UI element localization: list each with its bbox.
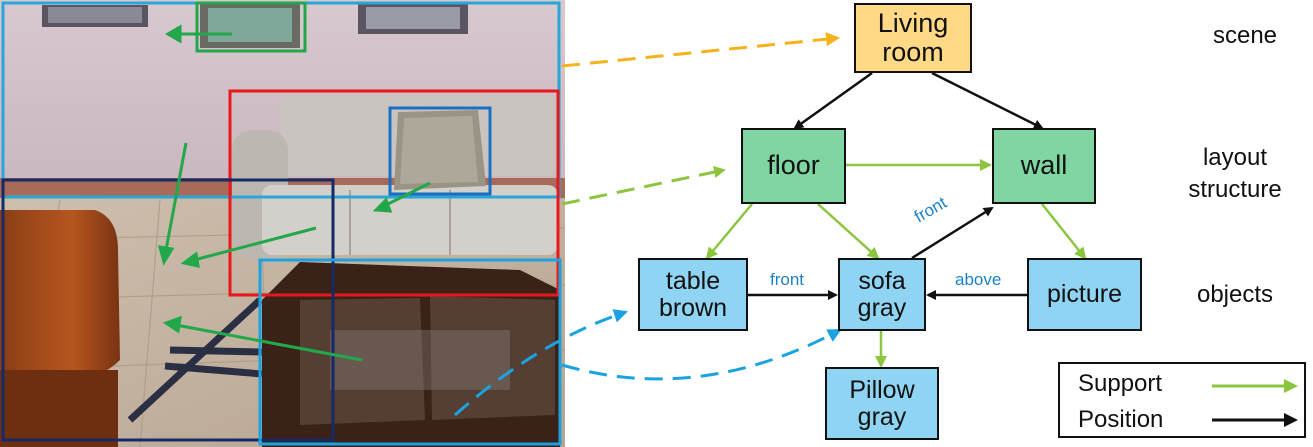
edge-floor-table: [705, 203, 753, 260]
photo-support-arrows: [157, 24, 431, 362]
object-link-arrow-table: [454, 309, 628, 417]
node-table-brown: table brown: [638, 258, 748, 331]
node-living-room: Living room: [854, 3, 972, 73]
wall-pictures: [42, 4, 468, 48]
edge-living-wall: [931, 71, 1044, 130]
edge-living-floor: [793, 71, 873, 130]
box-sofa: [228, 89, 560, 297]
legend-arrows: [1212, 379, 1298, 427]
box-picture: [195, 1, 307, 53]
level-label-objects: objects: [1196, 281, 1274, 308]
edge-label-picture-sofa: above: [955, 270, 1002, 289]
node-pillow-gray: Pillow gray: [825, 367, 939, 440]
layout-link-arrow: [561, 166, 726, 206]
scene-link-arrow: [561, 32, 840, 68]
pillow-shape: [394, 110, 486, 190]
edge-wall-picture: [1041, 203, 1087, 260]
box-pillow: [388, 106, 492, 196]
node-picture: picture: [1027, 258, 1142, 331]
coffee-table-shape: [262, 262, 560, 447]
legend: Support Position: [1058, 362, 1306, 438]
rug-stripes: [127, 297, 263, 423]
legend-position-label: Position: [1078, 406, 1164, 433]
armchair-shape: [0, 210, 120, 447]
level-label-layout: layout structure: [1188, 144, 1282, 204]
edge-label-table-sofa: front: [770, 270, 805, 289]
level-label-scene: scene: [1212, 22, 1278, 49]
legend-position-arrowhead: [1284, 413, 1298, 427]
node-sofa-gray: sofa gray: [838, 258, 926, 331]
edge-sofa-wall: [911, 206, 994, 260]
room-photo: [0, 0, 565, 447]
box-table: [258, 258, 562, 446]
node-wall: wall: [992, 128, 1096, 204]
legend-support-label: Support: [1078, 370, 1163, 397]
edge-floor-sofa: [817, 203, 880, 260]
node-floor: floor: [741, 128, 846, 204]
box-chair: [1, 178, 335, 442]
object-link-arrow-sofa: [561, 328, 842, 381]
legend-support-arrowhead: [1284, 379, 1298, 393]
